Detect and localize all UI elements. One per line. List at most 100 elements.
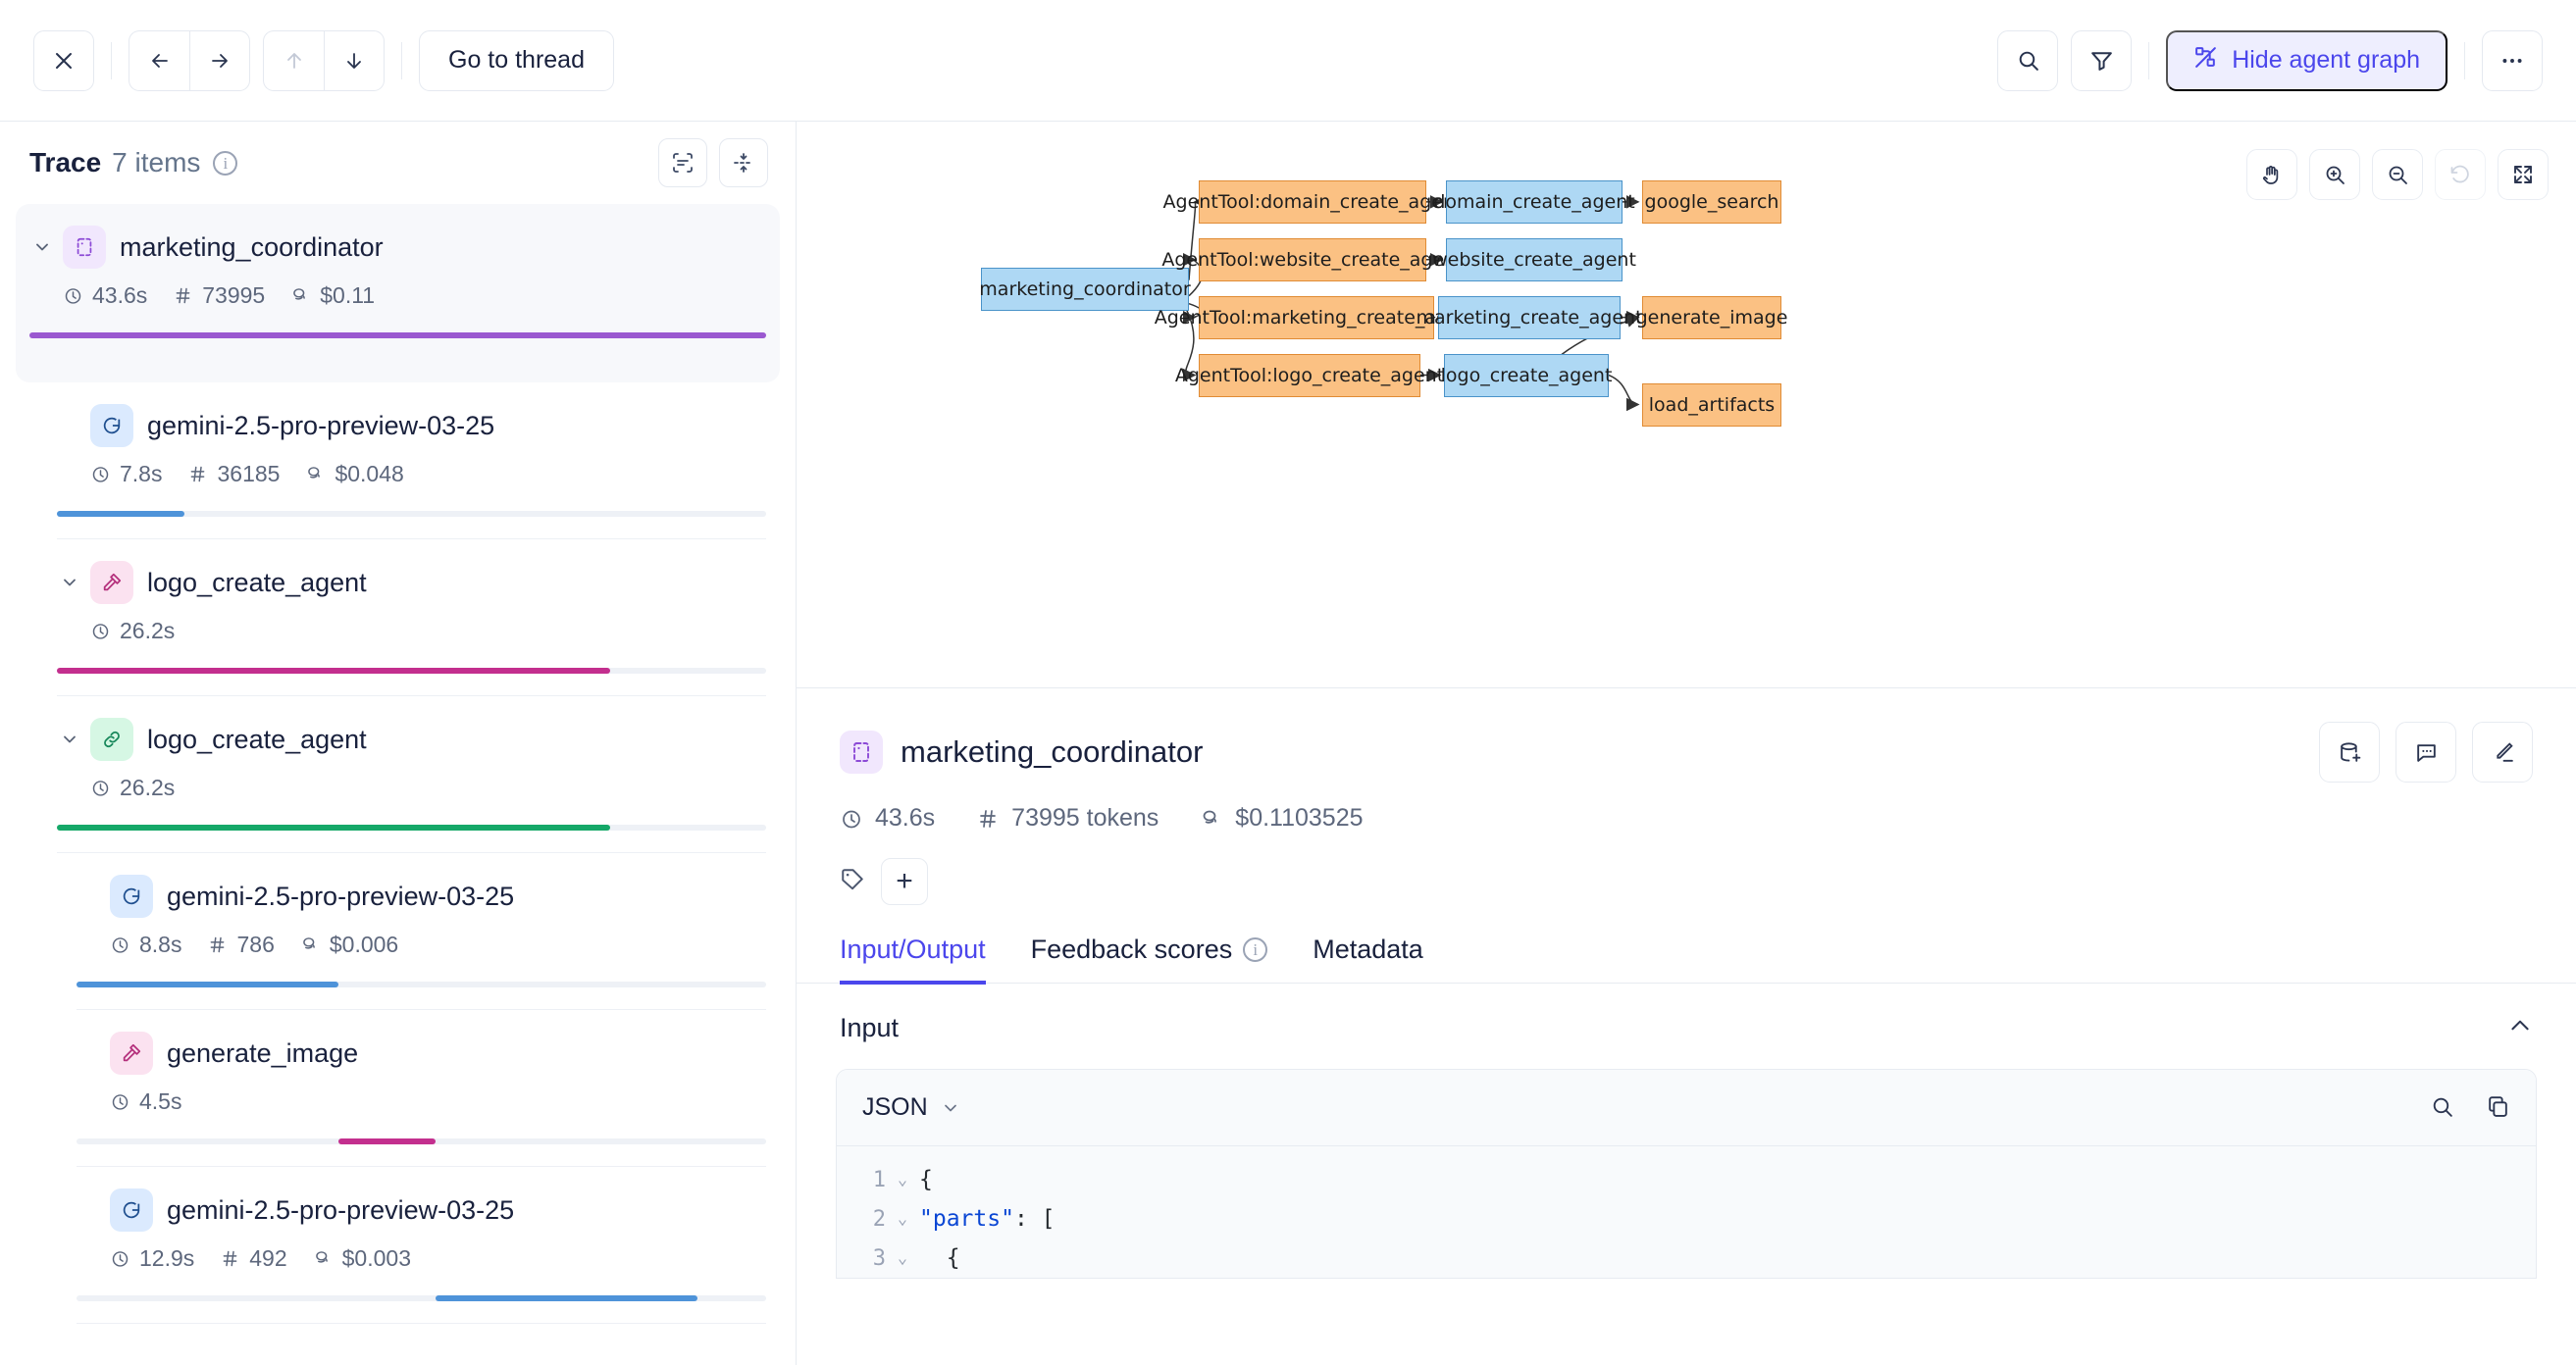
graph-node[interactable]: marketing_coordinator [979, 267, 1191, 311]
search-icon-button[interactable] [1997, 29, 2059, 91]
chevron-down-icon [944, 1104, 956, 1111]
hide-agent-graph-button[interactable]: Hide agent graph [2166, 29, 2447, 91]
graph-controls [2246, 149, 2549, 200]
trace-row-timeline-bar [57, 825, 610, 831]
code-search-icon-button[interactable] [2430, 1094, 2454, 1122]
agent-graph-pane[interactable]: marketing_coordinator AgentTool:domain_cr… [797, 122, 2576, 688]
zoom-in-icon-button[interactable] [2309, 149, 2360, 200]
graph-node[interactable]: AgentTool:website_create_agent [1161, 237, 1464, 281]
more-options-button[interactable] [2482, 29, 2543, 91]
trace-row-metrics: 4.5s [77, 1088, 766, 1115]
fold-chevron-icon[interactable]: ⌄ [897, 1209, 908, 1229]
trace-row-name: marketing_coordinator [120, 231, 384, 262]
graph-node[interactable]: website_create_agent [1432, 237, 1636, 281]
code-lines[interactable]: 1⌄{2⌄"parts": [3⌄ { [837, 1146, 2536, 1278]
graph-node-label: marketing_coordinator [979, 278, 1191, 300]
language-selector[interactable]: JSON [862, 1093, 960, 1122]
trace-row-timeline-bar [338, 1138, 436, 1144]
graph-node-label: AgentTool:website_create_agent [1161, 248, 1464, 271]
expand-chevron-icon[interactable] [57, 727, 82, 752]
back-button[interactable] [129, 29, 189, 91]
graph-node[interactable]: generate_image [1636, 295, 1787, 339]
trace-row-metrics: 26.2s [57, 775, 766, 801]
graph-node[interactable]: logo_create_agent [1441, 353, 1612, 397]
row-duration: 8.8s [110, 932, 181, 958]
graph-node[interactable]: AgentTool:logo_create_agent [1175, 353, 1444, 397]
graph-node[interactable]: AgentTool:marketing_create_agent [1155, 295, 1478, 339]
info-icon[interactable]: i [213, 150, 238, 176]
add-tag-button[interactable]: + [881, 858, 928, 905]
line-number: 3 [872, 1245, 886, 1271]
graph-node[interactable]: marketing_create_agent [1417, 295, 1643, 339]
trace-row[interactable]: logo_create_agent 26.2s [16, 696, 780, 853]
copy-icon-button[interactable] [2486, 1094, 2510, 1122]
row-duration: 12.9s [110, 1245, 194, 1272]
previous-span-button[interactable] [263, 29, 324, 91]
tab-input-output[interactable]: Input/Output [840, 935, 986, 985]
row-divider [29, 360, 766, 361]
graph-node[interactable]: google_search [1642, 179, 1781, 224]
graph-node[interactable]: AgentTool:domain_create_agent [1163, 179, 1462, 224]
fold-chevron-icon[interactable]: ⌄ [897, 1170, 908, 1189]
row-cost: $0.003 [313, 1245, 411, 1272]
trace-title: Trace [29, 147, 102, 177]
trace-row-timeline-bar [57, 511, 185, 517]
trace-row-timeline-bar [57, 668, 610, 674]
go-to-thread-button[interactable]: Go to thread [419, 29, 614, 91]
expand-chevron-icon[interactable] [29, 234, 55, 260]
forward-button[interactable] [189, 29, 250, 91]
code-line: 2⌄"parts": [ [837, 1199, 2536, 1239]
graph-node-label: logo_create_agent [1440, 364, 1613, 386]
toolbar-left-group: Go to thread [33, 29, 614, 91]
tab-metadata[interactable]: Metadata [1313, 935, 1423, 985]
divider [401, 41, 402, 79]
toolbar-right-group: Hide agent graph [1997, 29, 2543, 91]
trace-item-count: 7 items [112, 147, 201, 177]
hide-agent-graph-label: Hide agent graph [2232, 46, 2420, 74]
tool-hammer-icon [90, 561, 133, 604]
info-icon[interactable]: i [1243, 937, 1268, 962]
collapse-all-icon-button[interactable] [719, 138, 768, 187]
llm-chat-icon [90, 404, 133, 447]
row-tokens: 73995 [173, 282, 265, 309]
close-button[interactable] [33, 29, 94, 91]
add-to-dataset-icon-button[interactable] [2319, 722, 2380, 783]
graph-node[interactable]: domain_create_agent [1433, 179, 1635, 224]
trace-header-actions [658, 138, 768, 187]
comments-icon-button[interactable] [2396, 722, 2456, 783]
fold-chevron-icon[interactable]: ⌄ [897, 1248, 908, 1268]
zoom-out-icon-button[interactable] [2372, 149, 2423, 200]
row-divider [57, 852, 766, 853]
edit-pencil-icon-button[interactable] [2472, 722, 2533, 783]
tab-label: Feedback scores [1030, 935, 1233, 964]
divider [2464, 41, 2465, 79]
span-detail-pane: marketing_coordinator [797, 688, 2576, 1365]
expand-chevron-icon[interactable] [57, 570, 82, 595]
trace-row-timeline [77, 982, 766, 987]
code-text: "parts": [ [919, 1206, 1056, 1232]
row-divider [77, 1009, 766, 1010]
trace-row-name: logo_create_agent [147, 724, 367, 754]
trace-row-timeline-bar [435, 1295, 697, 1301]
tab-feedback-scores[interactable]: Feedback scores i [1031, 935, 1268, 985]
graph-node-label: generate_image [1635, 306, 1788, 329]
input-section-header[interactable]: Input [797, 984, 2576, 1069]
next-span-button[interactable] [324, 29, 385, 91]
line-number: 1 [872, 1167, 886, 1192]
reset-view-icon-button[interactable] [2435, 149, 2486, 200]
chevron-up-icon[interactable] [2507, 1013, 2533, 1043]
agent-icon [840, 731, 883, 774]
fullscreen-icon-button[interactable] [2498, 149, 2549, 200]
toggle-details-icon-button[interactable] [658, 138, 707, 187]
pan-hand-icon-button[interactable] [2246, 149, 2297, 200]
filter-icon-button[interactable] [2071, 29, 2133, 91]
graph-node[interactable]: load_artifacts [1642, 382, 1781, 427]
